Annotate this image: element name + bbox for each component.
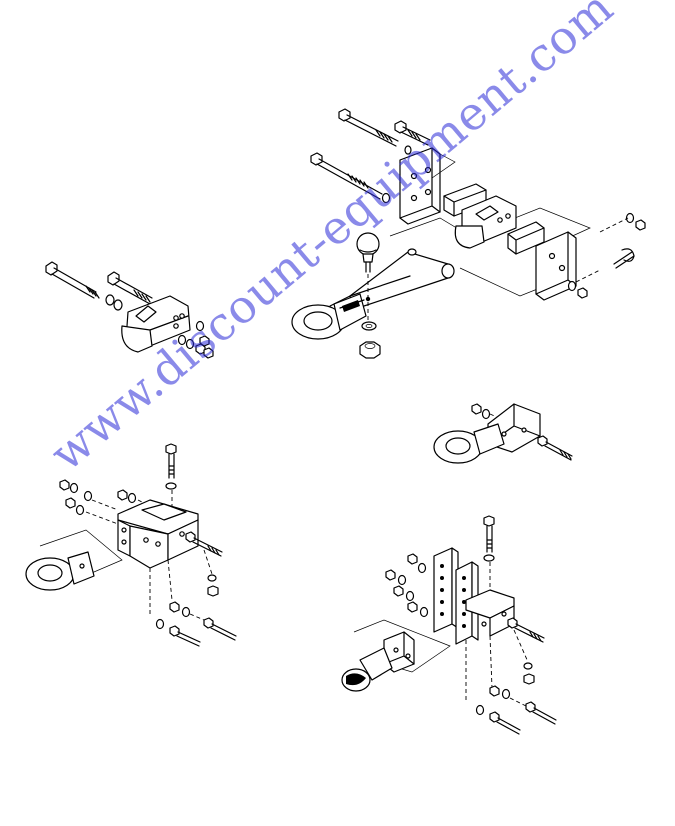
washer <box>113 299 123 311</box>
hex-nut <box>471 403 482 415</box>
hex-bolt <box>475 697 527 735</box>
mounting-bracket <box>465 589 515 637</box>
nut-washer-set <box>59 479 151 525</box>
hex-bolt <box>537 435 573 461</box>
washer <box>481 408 491 420</box>
hex-bolt <box>338 108 399 147</box>
lunette-eye-bracket-mount <box>25 443 237 647</box>
lunette-eye <box>433 423 505 464</box>
lunette-eye <box>291 293 367 340</box>
nut-washer-set <box>385 553 429 618</box>
adjustable-pintle-bracket-mount <box>341 515 557 735</box>
washer <box>523 662 533 670</box>
hitch-pin <box>613 248 635 269</box>
lunette-eye <box>25 551 95 591</box>
adjustment-channel <box>433 547 459 633</box>
nut-washer-set <box>567 212 646 299</box>
hex-bolt <box>107 271 153 305</box>
hex-bolt <box>489 685 557 725</box>
hex-bolt <box>155 613 205 647</box>
pintle-hook <box>454 195 517 249</box>
pintle-hook <box>341 631 415 692</box>
hex-bolt <box>310 152 391 204</box>
adjustment-channel <box>455 561 479 645</box>
nut-washer-set <box>177 320 214 359</box>
hex-bolt <box>507 617 545 643</box>
hex-bolt <box>45 261 100 299</box>
washer <box>207 574 217 582</box>
hitch-ball <box>356 232 380 322</box>
mounting-plate <box>399 147 441 225</box>
hex-bolt <box>185 531 223 557</box>
pintle-hitch-bolt-on-kit <box>45 261 214 359</box>
hex-nut <box>207 585 219 597</box>
lunette-eye-receiver-mount <box>433 403 573 464</box>
hex-bolt <box>394 120 431 146</box>
tow-bar-tube <box>329 248 455 311</box>
hex-bolt <box>169 601 237 641</box>
washer <box>105 294 115 306</box>
washer <box>361 321 377 331</box>
hex-nut <box>523 673 535 685</box>
lunette-tow-bar-assembly <box>291 108 646 359</box>
hex-nut <box>359 341 381 359</box>
pintle-hook-body <box>121 295 191 353</box>
mounting-bracket <box>117 499 199 569</box>
